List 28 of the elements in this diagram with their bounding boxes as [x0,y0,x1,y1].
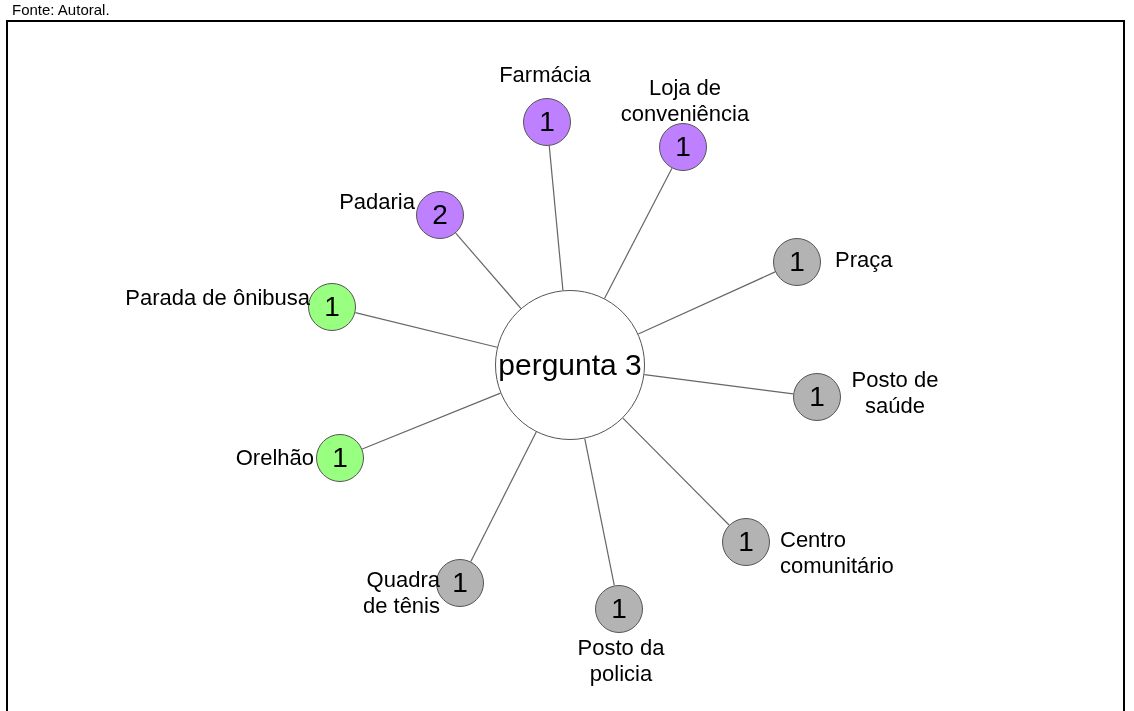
node-label: Parada de ônibusa [124,285,310,311]
count-circle: 1 [793,373,841,421]
connector-line [584,437,615,587]
connector-line [548,145,564,291]
count-circle: 1 [722,518,770,566]
count-circle: 1 [595,585,643,633]
count-circle: 1 [316,434,364,482]
count-circle: 1 [773,238,821,286]
connector-line [643,374,794,395]
connector-line [622,417,730,526]
connector-line [470,431,537,563]
node-label: Posto de saúde [850,367,940,419]
count-circle: 1 [523,98,571,146]
node-label: Orelhão [234,445,314,471]
connector-line [603,167,673,299]
node-label: Centro comunitário [780,527,895,579]
count-circle: 2 [416,191,464,239]
connector-line [637,271,776,335]
connector-line [455,232,522,309]
central-circle: pergunta 3 [495,290,645,440]
caption: Fonte: Autoral. [12,1,110,18]
connector-line [361,392,502,450]
node-label: Farmácia [498,62,592,88]
node-label: Posto da policia [576,635,666,687]
count-circle: 1 [659,123,707,171]
connector-line [354,312,498,348]
node-label: Padaria [338,189,415,215]
node-label: Praça [835,247,894,273]
